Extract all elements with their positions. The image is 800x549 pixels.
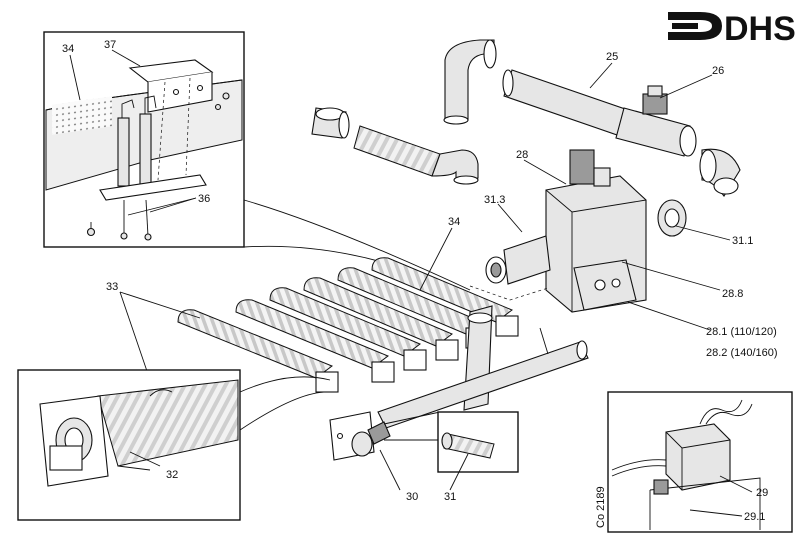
gas-valve-assembly: 28 31.3 31.1 28.8 28.1 (110/120) 28.2 (1… [484, 149, 778, 359]
dhs-logo: DHS [668, 10, 796, 48]
label-33: 33 [106, 281, 118, 293]
inset-burner-end-detail: 32 [17, 369, 241, 521]
label-28-8: 28.8 [722, 288, 743, 300]
drawing-code: Co 2189 [595, 486, 607, 528]
inset-ignition-unit-detail: 29 29.1 [607, 391, 793, 533]
label-37: 37 [104, 39, 116, 51]
label-31-3: 31.3 [484, 194, 505, 206]
label-36: 36 [198, 193, 210, 205]
label-34-inset: 34 [62, 43, 74, 55]
label-34-main: 34 [448, 216, 460, 228]
label-30: 30 [406, 491, 418, 503]
inset-electrode-detail: 34 37 36 [43, 31, 245, 248]
label-26: 26 [712, 65, 724, 77]
label-28: 28 [516, 149, 528, 161]
pipe-fittings: 25 26 [311, 39, 741, 197]
manifold-rail: 30 31 [329, 305, 589, 503]
label-31-1: 31.1 [732, 235, 753, 247]
label-32: 32 [166, 469, 178, 481]
label-29-1: 29.1 [744, 511, 765, 523]
label-31: 31 [444, 491, 456, 503]
callout-cone-lower-bottom [239, 391, 331, 431]
logo-text: DHS [724, 10, 796, 48]
label-28-1: 28.1 (110/120) [706, 326, 777, 338]
label-25: 25 [606, 51, 618, 63]
label-29: 29 [756, 487, 768, 499]
label-28-2: 28.2 (140/160) [706, 347, 778, 359]
callout-cone-top [243, 199, 471, 291]
burner-bars: 34 33 [106, 216, 549, 393]
callout-cone-lower-top [239, 376, 331, 393]
